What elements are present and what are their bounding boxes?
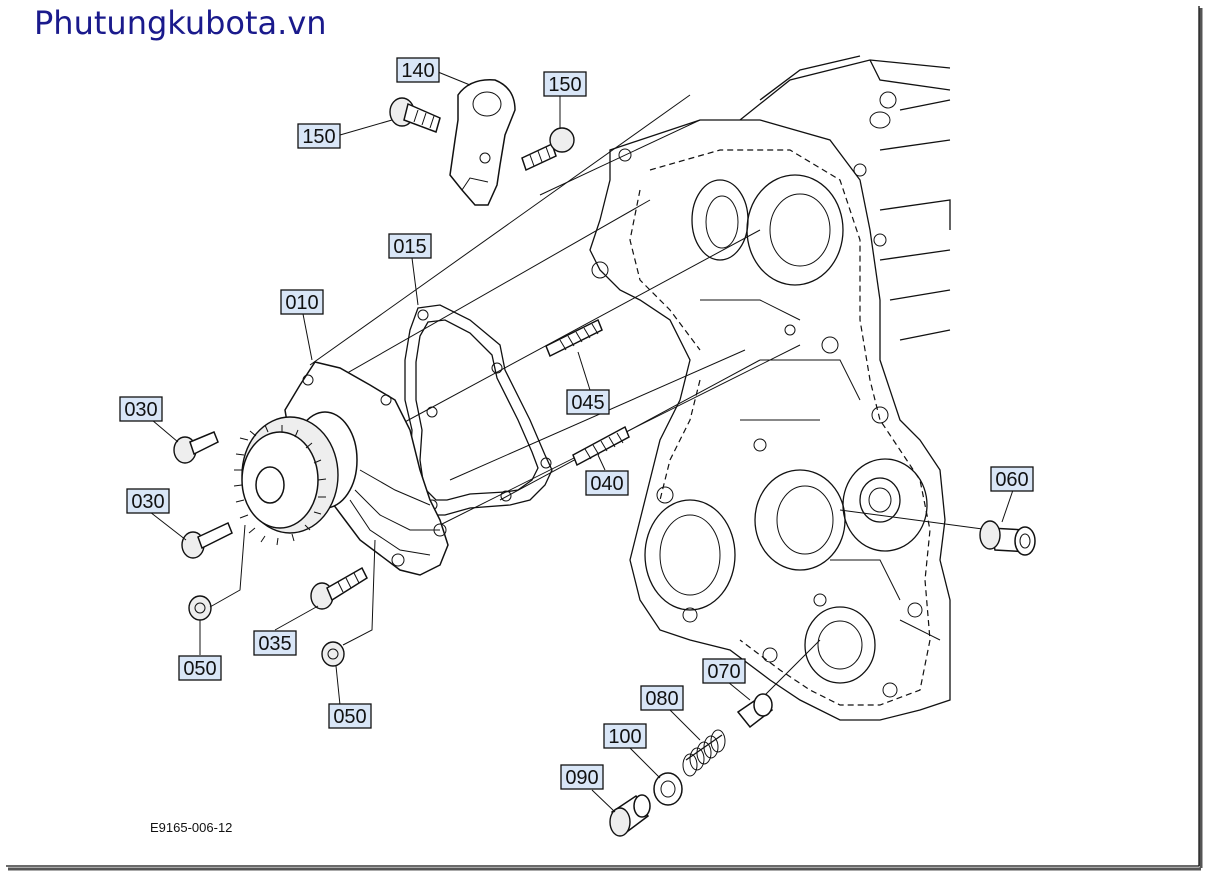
callout-015[interactable]: 015	[388, 233, 432, 259]
stud-040	[572, 425, 630, 467]
plug-060	[979, 520, 1036, 556]
bolt-150-left	[389, 97, 441, 133]
callout-040[interactable]: 040	[585, 470, 629, 496]
callout-050-left-label: 050	[183, 658, 216, 680]
bolt-030-lower	[181, 521, 233, 559]
callout-010-label: 010	[285, 292, 318, 314]
callout-015-label: 015	[393, 236, 426, 258]
washer-100	[653, 772, 683, 806]
callout-150-right-label: 150	[548, 74, 581, 96]
callout-035[interactable]: 035	[253, 630, 297, 656]
callout-080[interactable]: 080	[640, 685, 684, 711]
leader-lines	[149, 71, 1014, 813]
plug-090	[609, 794, 651, 837]
callout-060-label: 060	[995, 469, 1028, 491]
callout-090[interactable]: 090	[560, 764, 604, 790]
callout-150-left-label: 150	[302, 126, 335, 148]
valve-070	[736, 693, 774, 729]
bolt-035	[310, 566, 368, 610]
bolt-150-right	[521, 127, 575, 172]
callout-010[interactable]: 010	[280, 289, 324, 315]
nut-050-left	[188, 595, 212, 621]
stud-045	[545, 318, 603, 358]
callout-045[interactable]: 045	[566, 389, 610, 415]
callout-100-label: 100	[608, 726, 641, 748]
callout-050-right[interactable]: 050	[328, 703, 372, 729]
callout-050-left[interactable]: 050	[178, 655, 222, 681]
callout-045-label: 045	[571, 392, 604, 414]
nut-050-right	[321, 641, 345, 667]
gasket-015	[404, 304, 553, 516]
callout-080-label: 080	[645, 688, 678, 710]
callout-060[interactable]: 060	[990, 466, 1034, 492]
bolt-030-upper	[173, 431, 219, 464]
callout-150-right[interactable]: 150	[543, 71, 587, 97]
callout-035-label: 035	[258, 633, 291, 655]
callout-140-label: 140	[401, 60, 434, 82]
alignment-lines	[299, 94, 991, 701]
callout-040-label: 040	[590, 473, 623, 495]
callout-150-left[interactable]: 150	[297, 123, 341, 149]
callout-030-upper[interactable]: 030	[119, 396, 163, 422]
callout-030-lower[interactable]: 030	[126, 488, 170, 514]
callout-090-label: 090	[565, 767, 598, 789]
water-pump-010	[233, 361, 449, 576]
site-title[interactable]: Phutungkubota.vn	[34, 4, 327, 42]
callout-070-label: 070	[707, 661, 740, 683]
gear-case	[589, 55, 951, 721]
callout-070[interactable]: 070	[702, 658, 746, 684]
spring-080	[682, 729, 726, 777]
callout-030-lower-label: 030	[131, 491, 164, 513]
diagram-code: E9165-006-12	[150, 820, 233, 835]
callout-100[interactable]: 100	[603, 723, 647, 749]
callout-050-right-label: 050	[333, 706, 366, 728]
callout-140[interactable]: 140	[396, 57, 440, 83]
callout-030-upper-label: 030	[124, 399, 157, 421]
bracket-140	[449, 79, 516, 206]
